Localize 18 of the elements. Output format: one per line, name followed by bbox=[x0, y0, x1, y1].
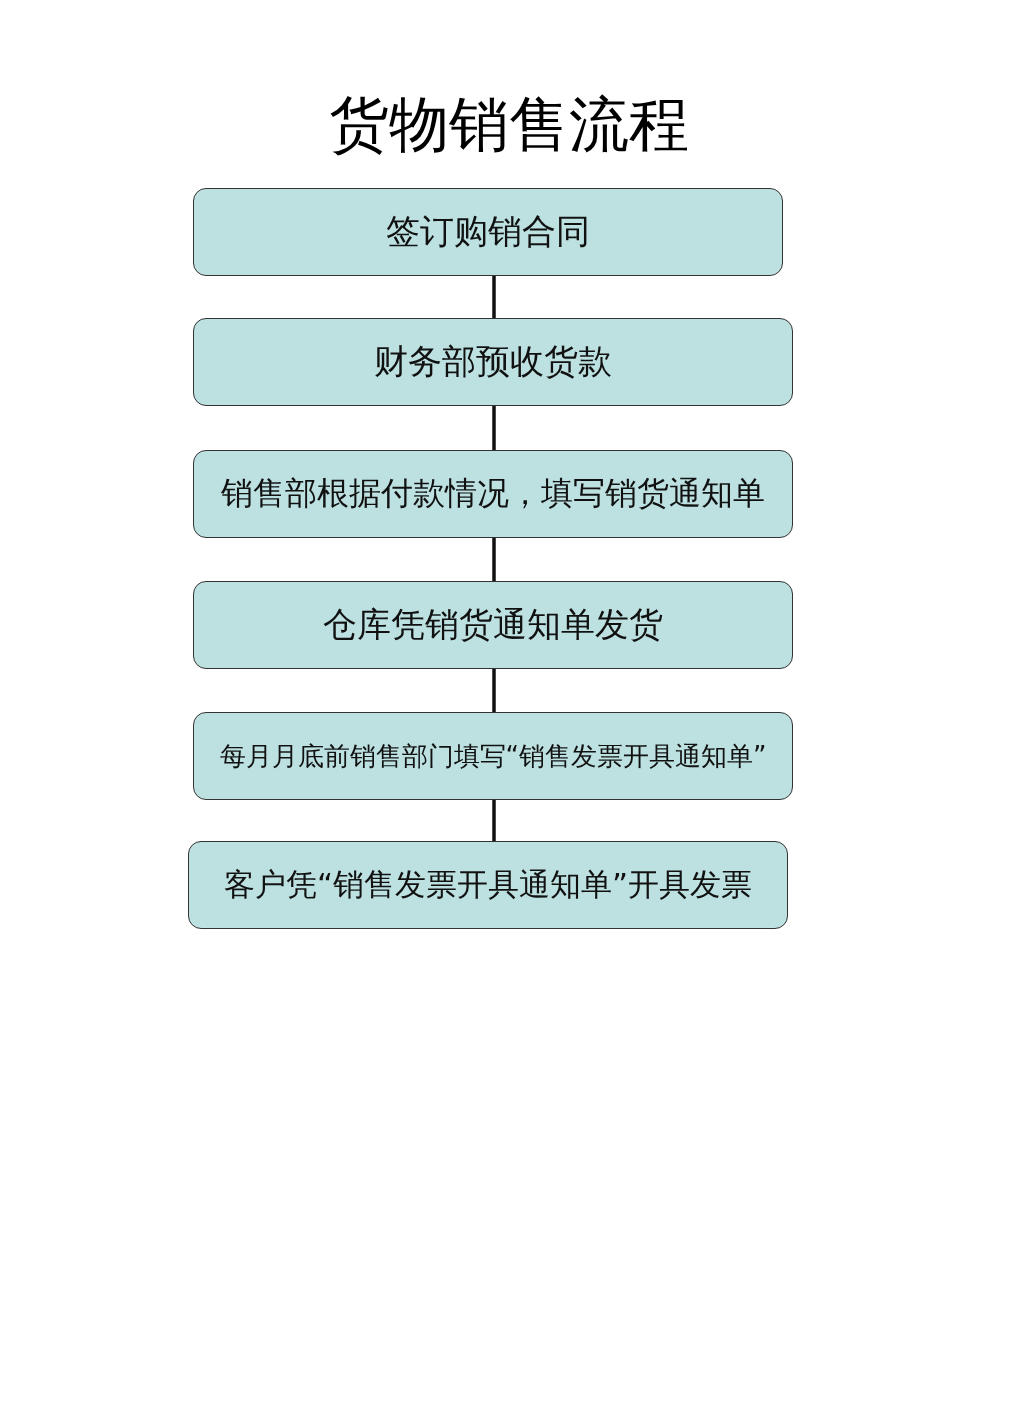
step-text: 仓库凭销货通知单发货 bbox=[323, 603, 663, 646]
step-text: 客户凭“销售发票开具通知单”开具发票 bbox=[223, 865, 753, 904]
step-text: 销售部根据付款情况，填写销货通知单 bbox=[221, 473, 765, 514]
diagram-title: 货物销售流程 bbox=[328, 88, 690, 160]
connector-line bbox=[492, 800, 496, 841]
process-box bbox=[193, 450, 793, 538]
connector-line bbox=[492, 669, 496, 712]
step-text: 每月月底前销售部门填写“销售发票开具通知单” bbox=[219, 739, 767, 773]
process-box bbox=[193, 188, 783, 276]
process-box bbox=[188, 841, 788, 929]
connector-line bbox=[492, 406, 496, 450]
process-box bbox=[193, 581, 793, 669]
process-box bbox=[193, 712, 793, 800]
step-text: 签订购销合同 bbox=[386, 210, 590, 253]
step-text: 财务部预收货款 bbox=[374, 340, 612, 383]
process-box bbox=[193, 318, 793, 406]
connector-line bbox=[492, 276, 496, 318]
connector-line bbox=[492, 538, 496, 581]
